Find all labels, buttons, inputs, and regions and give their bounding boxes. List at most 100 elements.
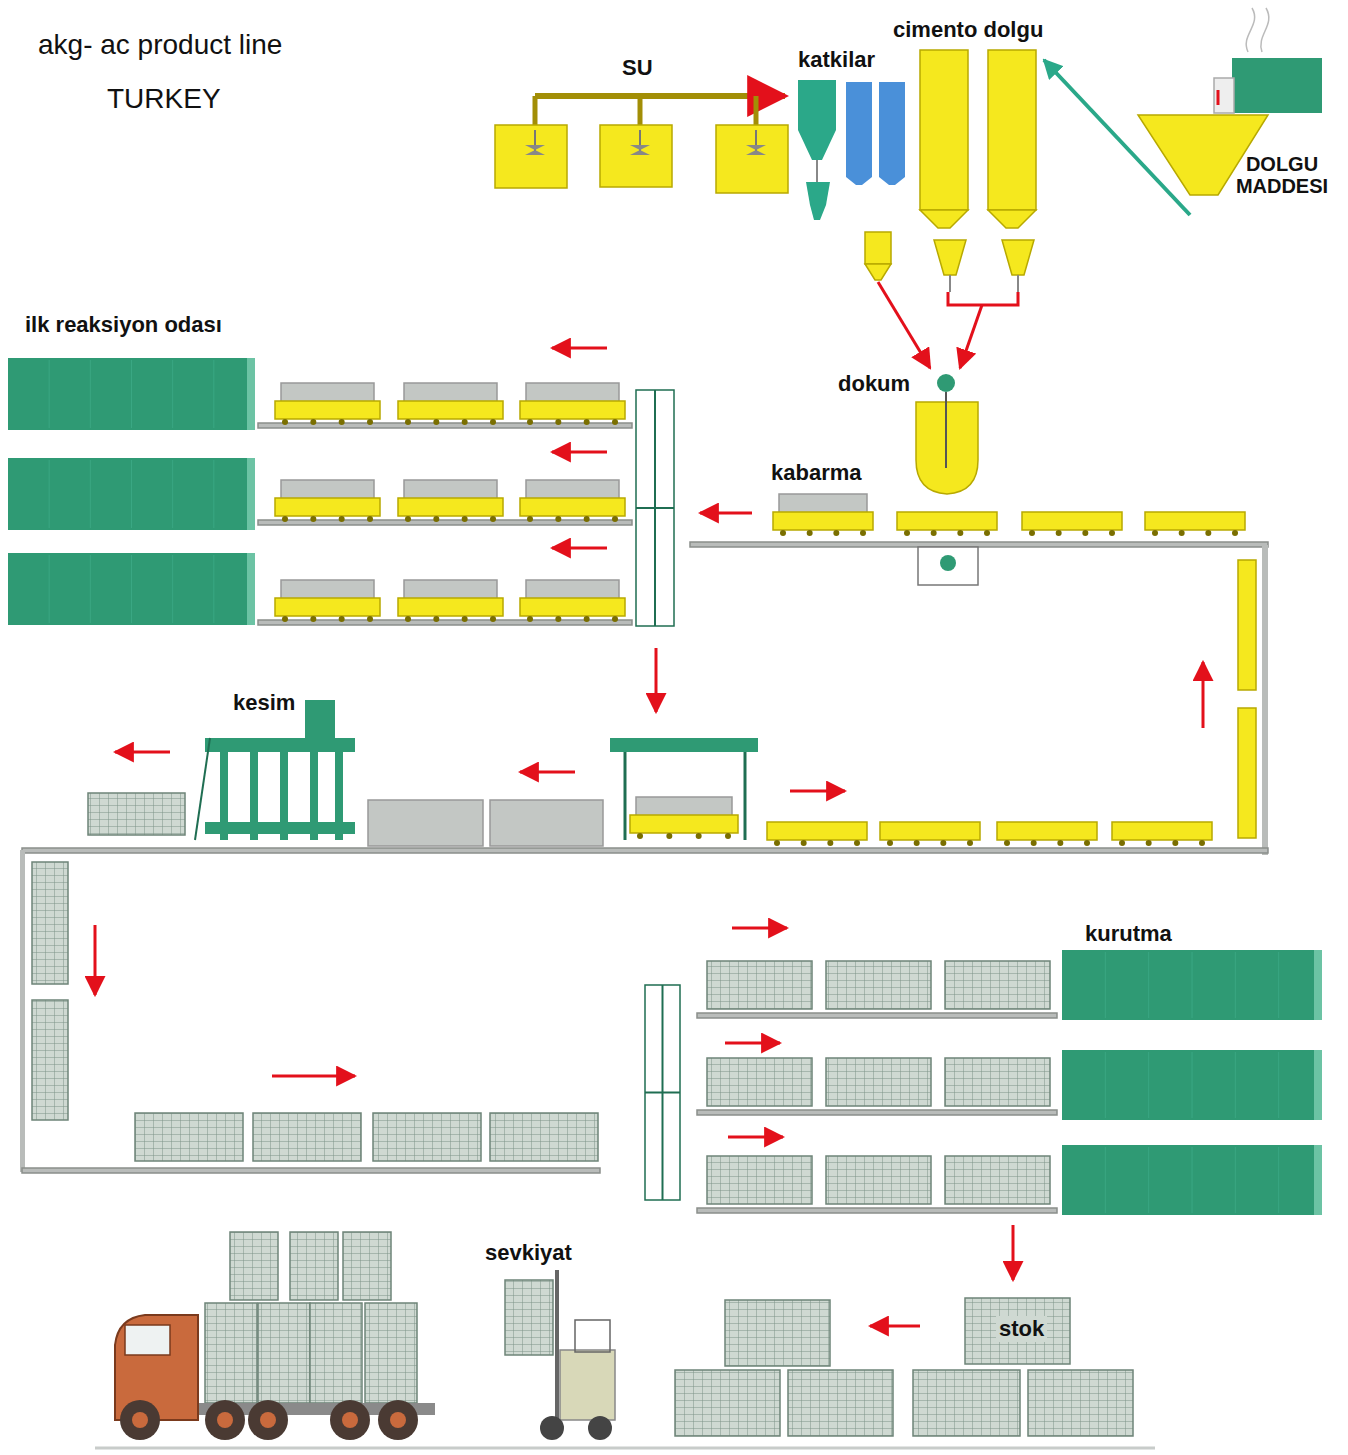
wheel: [801, 840, 807, 846]
chamber-seam: [1192, 952, 1193, 1018]
wheel: [1232, 530, 1238, 536]
wheel: [1179, 530, 1185, 536]
wheel: [696, 833, 702, 839]
wheel: [833, 530, 839, 536]
wheel: [984, 530, 990, 536]
wheel: [490, 616, 496, 622]
block-stack: [725, 1300, 830, 1366]
flow-arrow: [552, 547, 607, 550]
cake: [526, 580, 619, 600]
wheel: [527, 419, 533, 425]
crane-leg: [624, 752, 627, 840]
wheel: [405, 616, 411, 622]
chamber: [8, 553, 255, 625]
pit: [918, 547, 978, 585]
wheel: [1146, 840, 1152, 846]
cake: [526, 480, 619, 500]
cake: [281, 580, 374, 600]
block-stack: [826, 961, 931, 1009]
truck-hub: [260, 1412, 276, 1428]
wheel: [827, 840, 833, 846]
chamber-seam: [172, 460, 173, 528]
crane-leg: [744, 752, 747, 840]
water-tank: [495, 125, 567, 188]
drying-label: kurutma: [1085, 922, 1172, 946]
wheel: [904, 530, 910, 536]
cake: [404, 383, 497, 403]
mixer-shaft: [945, 392, 947, 470]
chamber-seam: [172, 555, 173, 623]
wheel: [887, 840, 893, 846]
truck-wheel: [205, 1400, 245, 1440]
cutter-motor: [305, 700, 335, 740]
wheel: [433, 616, 439, 622]
mould-cart: [275, 401, 380, 419]
chamber-seam: [1278, 1052, 1279, 1118]
mould-cart: [520, 598, 625, 616]
flow-arrow: [725, 1042, 780, 1045]
block-stack: [230, 1232, 278, 1300]
wheel: [405, 516, 411, 522]
flow-arrow: [700, 512, 752, 515]
truck-wheel: [378, 1400, 418, 1440]
block-stack: [343, 1232, 391, 1300]
flow-arrow: [1012, 1225, 1015, 1280]
mould-cart: [1112, 822, 1212, 840]
additive-silo: [879, 82, 905, 177]
wheel: [433, 516, 439, 522]
additives-label: katkilar: [798, 48, 875, 72]
cutter-frame: [205, 738, 355, 752]
additive-weigher: [806, 182, 830, 220]
chamber-seam: [131, 360, 132, 428]
block-stack: [826, 1058, 931, 1106]
stock-label: stok: [996, 1316, 1047, 1342]
wheel: [940, 840, 946, 846]
forklift-wheel: [588, 1416, 612, 1440]
cutter-base: [205, 822, 355, 834]
wheel: [282, 419, 288, 425]
block-stack: [32, 862, 68, 984]
title: akg- ac product line: [38, 18, 282, 71]
wheel: [282, 516, 288, 522]
truck-wheel: [330, 1400, 370, 1440]
block-stack: [88, 793, 185, 835]
block-stack: [253, 1113, 361, 1161]
rail: [1262, 545, 1268, 855]
water-pipe: [638, 96, 643, 125]
flow-arrow: [960, 305, 982, 368]
forklift-wheel: [540, 1416, 564, 1440]
wheel: [339, 419, 345, 425]
forklift-mast: [555, 1270, 559, 1435]
rail: [22, 1168, 600, 1173]
chamber-seam: [1278, 952, 1279, 1018]
shipping-label: sevkiyat: [485, 1241, 572, 1265]
block-stack: [1028, 1370, 1133, 1436]
wheel: [860, 530, 866, 536]
chamber-seam: [1105, 1052, 1106, 1118]
wheel: [637, 833, 643, 839]
chamber-seam: [1235, 1147, 1236, 1213]
rising-label: kabarma: [771, 461, 862, 485]
chamber-seam: [1278, 1147, 1279, 1213]
flow-arrow: [272, 1075, 355, 1078]
wheel: [490, 419, 496, 425]
wheel: [584, 516, 590, 522]
chamber-seam: [1148, 952, 1149, 1018]
chamber-label: ilk reaksiyon odası: [25, 313, 222, 337]
title-block: akg- ac product line: [38, 18, 282, 71]
flow-arrow: [115, 751, 170, 754]
wheel: [1109, 530, 1115, 536]
wheel: [1084, 840, 1090, 846]
water-pipe: [535, 93, 785, 99]
mould-cart: [520, 401, 625, 419]
cake: [779, 494, 867, 514]
additive-hopper: [798, 80, 836, 160]
chamber-seam: [1105, 952, 1106, 1018]
block-stack: [32, 1000, 68, 1120]
block-stack: [290, 1232, 338, 1300]
chamber-seam: [172, 360, 173, 428]
pit-motor: [940, 555, 956, 571]
additive-silo: [879, 177, 905, 185]
water-label: SU: [622, 56, 653, 80]
flow-arrow: [552, 347, 607, 350]
